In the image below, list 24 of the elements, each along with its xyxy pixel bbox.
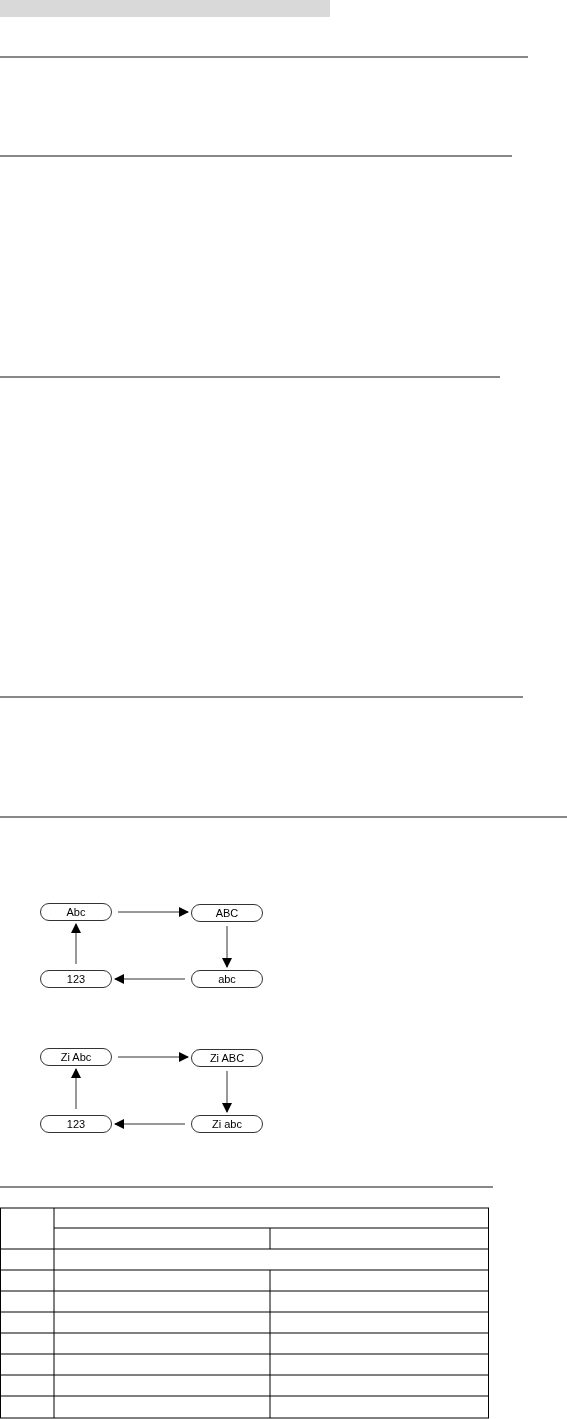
arrow	[114, 974, 186, 984]
node-label: Zi Abc	[60, 1051, 92, 1063]
rounded-box	[191, 1049, 263, 1067]
rounded-box	[40, 1115, 112, 1133]
arrow	[222, 925, 232, 968]
node-label: Abc	[66, 906, 86, 918]
rounded-box	[40, 1048, 112, 1066]
arrow	[222, 1070, 232, 1113]
rounded-box	[191, 904, 263, 922]
rounded-box	[40, 970, 112, 988]
arrow	[117, 1052, 189, 1062]
arrow	[117, 907, 189, 917]
rounded-box	[191, 970, 263, 988]
node-label: abc	[218, 973, 236, 985]
arrow	[114, 1119, 186, 1129]
rounded-box	[40, 903, 112, 921]
node-label: Zi ABC	[209, 1052, 245, 1064]
arrow	[71, 1068, 81, 1110]
node-label: 123	[66, 1118, 86, 1130]
arrow	[71, 923, 81, 965]
node-label: ABC	[215, 907, 239, 919]
node-label: Zi abc	[212, 1118, 242, 1130]
node-label: 123	[66, 973, 86, 985]
rounded-box	[191, 1115, 263, 1133]
